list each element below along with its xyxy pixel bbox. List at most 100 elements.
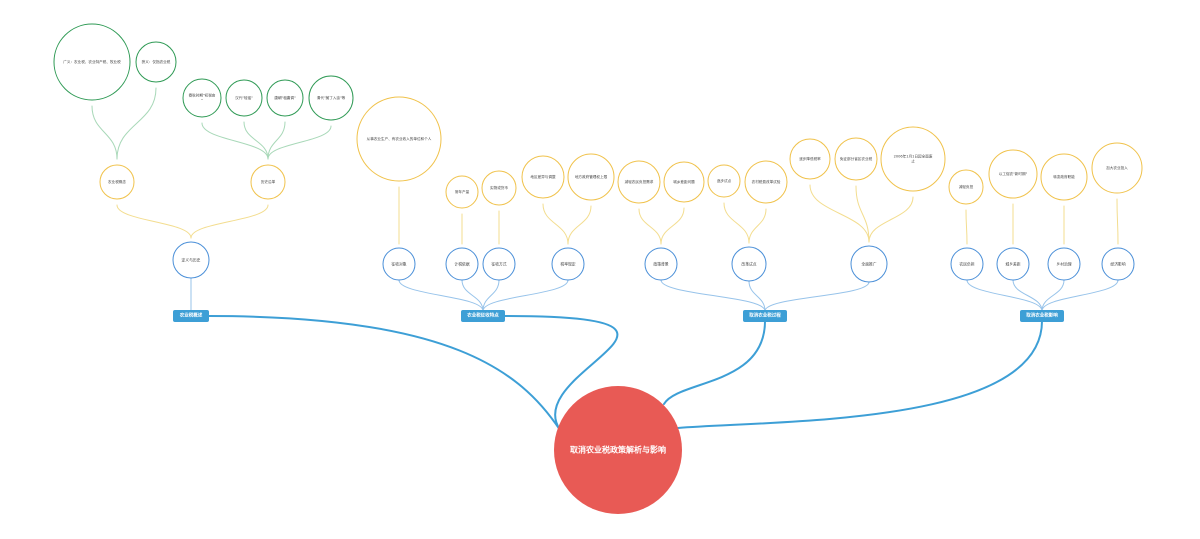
subtopic-node[interactable]: 常年产量: [445, 175, 479, 209]
subtopic-node[interactable]: 逐步降低税率: [789, 138, 831, 180]
connector-line: [267, 125, 332, 160]
subtopic-node[interactable]: 减轻农民负担需求: [617, 160, 661, 204]
topic-node[interactable]: 全面推广: [850, 245, 888, 283]
central-topic-shape: [554, 386, 682, 514]
connector-line: [567, 205, 592, 245]
subtopic-node[interactable]: 地方政府管理权上限: [567, 153, 615, 201]
topic-node-label: 全面推广: [861, 262, 876, 267]
branch-node-label: 农业税征收特点: [466, 312, 499, 319]
topic-node-shape: [850, 245, 888, 283]
topic-node-shape: [482, 247, 516, 281]
detail-node[interactable]: 唐朝"租庸调": [266, 79, 304, 117]
detail-node-label: 清代"摊丁入亩"等: [317, 95, 346, 100]
subtopic-node-shape: [99, 164, 135, 200]
topic-node-label: 定义与历史: [182, 258, 201, 263]
subtopic-node-label: 从事农业生产、有农业收入的单位和个人: [367, 136, 432, 141]
subtopic-node-shape: [948, 169, 984, 205]
branch-node-shape: [1020, 310, 1064, 322]
topic-node[interactable]: 农民负担: [950, 247, 984, 281]
subtopic-node-label: 地区差异与调整: [530, 174, 556, 179]
connector-line: [723, 202, 750, 244]
detail-node[interactable]: 广义：农业税、农业特产税、牧业税: [53, 23, 131, 101]
subtopic-node[interactable]: 城乡差距问题: [663, 161, 705, 203]
detail-node-shape: [225, 79, 263, 117]
subtopic-node-shape: [356, 96, 442, 182]
subtopic-node[interactable]: 地区差异与调整: [521, 155, 565, 199]
connector-line: [748, 208, 767, 244]
topic-node[interactable]: 定义与历史: [172, 241, 210, 279]
branch-node[interactable]: 农业税征收特点: [461, 310, 505, 322]
central-topic[interactable]: 取消农业税政策解析与影响: [554, 386, 682, 514]
subtopic-node-shape: [617, 160, 661, 204]
subtopic-node[interactable]: 减轻负担: [948, 169, 984, 205]
connector-line: [398, 279, 484, 312]
subtopic-node[interactable]: 逐步试点: [707, 164, 741, 198]
connector-line: [638, 208, 662, 245]
connector-line: [116, 204, 192, 239]
branch-node-label: 取消农业税过程: [749, 312, 781, 319]
subtopic-node-shape: [1091, 142, 1143, 194]
detail-node[interactable]: 狭义：仅指农业税: [135, 41, 177, 83]
detail-node-shape: [135, 41, 177, 83]
connector-line: [1116, 198, 1119, 245]
connector-line: [482, 279, 569, 312]
subtopic-node-label: 逐步试点: [717, 178, 732, 183]
connector-line: [1041, 279, 1065, 312]
branch-node[interactable]: 取消农业税影响: [1020, 310, 1064, 322]
detail-node-shape: [308, 75, 354, 121]
connector-line: [243, 121, 269, 160]
subtopic-node-shape: [789, 138, 831, 180]
subtopic-node[interactable]: 转变政府职能: [1040, 153, 1088, 201]
subtopic-node[interactable]: 以工促农"新时期": [988, 149, 1038, 199]
subtopic-node-shape: [521, 155, 565, 199]
subtopic-node[interactable]: 实物或货币: [481, 170, 517, 206]
branch-node[interactable]: 农业税概述: [173, 310, 209, 322]
subtopic-node[interactable]: 历史沿革: [250, 164, 286, 200]
subtopic-node[interactable]: 从事农业生产、有农业收入的单位和个人: [356, 96, 442, 182]
trunk-line: [663, 320, 766, 405]
subtopic-node-label: 逐步降低税率: [799, 156, 821, 161]
topic-node[interactable]: 税率规定: [551, 247, 585, 281]
branch-node-label: 农业税概述: [179, 312, 203, 319]
branch-node[interactable]: 取消农业税过程: [743, 310, 787, 322]
topic-node-shape: [382, 247, 416, 281]
subtopic-node-label: 农业税概念: [108, 179, 126, 184]
detail-node-label: 汉代"轻徭": [235, 95, 253, 100]
detail-node-shape: [182, 78, 222, 118]
subtopic-node[interactable]: 农村税费改革试验: [744, 160, 788, 204]
topic-node[interactable]: 城乡差距: [996, 247, 1030, 281]
detail-node-label: 唐朝"租庸调": [274, 95, 296, 100]
detail-node[interactable]: 春秋时期"初税亩": [182, 78, 222, 118]
topic-node-shape: [1047, 247, 1081, 281]
detail-node[interactable]: 汉代"轻徭": [225, 79, 263, 117]
branch-node-shape: [461, 310, 505, 322]
subtopic-node[interactable]: 农业税概念: [99, 164, 135, 200]
subtopic-node-shape: [663, 161, 705, 203]
branch-node-shape: [743, 310, 787, 322]
topic-node[interactable]: 征收对象: [382, 247, 416, 281]
topic-node[interactable]: 改革试点: [731, 246, 767, 282]
topic-node-label: 经济影响: [1110, 262, 1125, 267]
trunk-line: [504, 315, 619, 431]
topic-node-label: 税率规定: [560, 262, 575, 267]
topic-node[interactable]: 政策背景: [644, 247, 678, 281]
topic-node[interactable]: 经济影响: [1101, 247, 1135, 281]
topic-node-label: 征收方式: [491, 262, 506, 267]
detail-node[interactable]: 清代"摊丁入亩"等: [308, 75, 354, 121]
topic-node[interactable]: 征收方式: [482, 247, 516, 281]
connector-line: [1041, 279, 1119, 312]
connector-line: [116, 87, 157, 160]
subtopic-node[interactable]: 免征部分省区农业税: [834, 137, 878, 181]
topic-node[interactable]: 乡村治理: [1047, 247, 1081, 281]
subtopic-node-shape: [744, 160, 788, 204]
subtopic-node-shape: [880, 126, 946, 192]
topic-node[interactable]: 计税依据: [445, 247, 479, 281]
connector-line: [855, 185, 870, 243]
topic-node-shape: [644, 247, 678, 281]
topic-node-shape: [1101, 247, 1135, 281]
subtopic-node-shape: [567, 153, 615, 201]
subtopic-node[interactable]: 加大农业投入: [1091, 142, 1143, 194]
subtopic-node-label: 转变政府职能: [1053, 174, 1075, 179]
